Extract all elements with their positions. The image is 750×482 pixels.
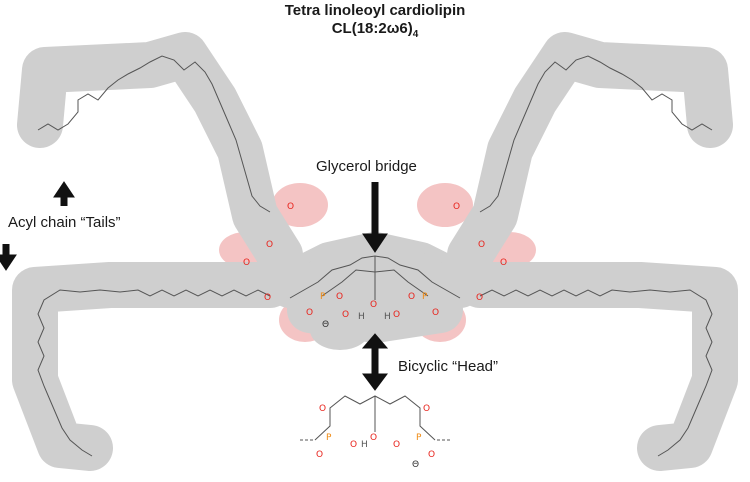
- oxygen-atom: O: [336, 292, 344, 302]
- oxygen-atom: O: [423, 404, 431, 414]
- oxygen-atom: O: [306, 308, 314, 318]
- oxygen-atom: O: [453, 202, 461, 212]
- phosphorus-atom: P: [416, 433, 422, 443]
- oxygen-atom: O: [342, 310, 350, 320]
- arrow-bicyclic-head-double: [361, 333, 389, 391]
- skeletal-bonds: [37, 55, 713, 457]
- phosphorus-atom: P: [320, 292, 326, 302]
- phosphorus-atom: P: [326, 433, 332, 443]
- anion-symbol: Θ: [322, 320, 330, 330]
- hydrogen-atom: H: [361, 440, 368, 450]
- oxygen-atom: O: [476, 293, 484, 303]
- formula-main: CL(18:2ω6): [331, 20, 413, 37]
- arrow-tails-up: [53, 181, 75, 206]
- oxygen-atom: O: [432, 308, 440, 318]
- acyl-tails-label: Acyl chain “Tails”: [8, 214, 121, 231]
- glycerol-bridge-label: Glycerol bridge: [316, 158, 417, 175]
- anion-symbol: Θ: [412, 460, 420, 470]
- oxygen-atom: O: [266, 240, 274, 250]
- oxygen-atom: O: [264, 293, 272, 303]
- oxygen-atom: O: [370, 433, 378, 443]
- arrow-glycerol-bridge-down: [362, 182, 388, 253]
- oxygen-atom: O: [370, 300, 378, 310]
- oxygen-atom: O: [478, 240, 486, 250]
- hydrogen-atom: H: [358, 312, 365, 322]
- oxygen-atom: O: [287, 202, 295, 212]
- oxygen-atom: O: [319, 404, 327, 414]
- phosphorus-atom: P: [422, 292, 428, 302]
- oxygen-atom: O: [316, 450, 324, 460]
- oxygen-atom: O: [243, 258, 251, 268]
- oxygen-atom: O: [408, 292, 416, 302]
- arrow-tails-down: [0, 244, 17, 271]
- oxygen-atom: O: [350, 440, 358, 450]
- oxygen-atom: O: [500, 258, 508, 268]
- arrows: [0, 181, 389, 391]
- hydrogen-atom: H: [384, 312, 391, 322]
- figure-subtitle: CL(18:2ω6)4: [0, 20, 750, 44]
- oxygen-atom: O: [393, 440, 401, 450]
- oxygen-atom: O: [428, 450, 436, 460]
- formula-subscript: 4: [412, 29, 419, 40]
- bicyclic-head-label: Bicyclic “Head”: [398, 358, 499, 375]
- figure-title: Tetra linoleoyl cardiolipin: [284, 2, 466, 19]
- oxygen-atom: O: [393, 310, 401, 320]
